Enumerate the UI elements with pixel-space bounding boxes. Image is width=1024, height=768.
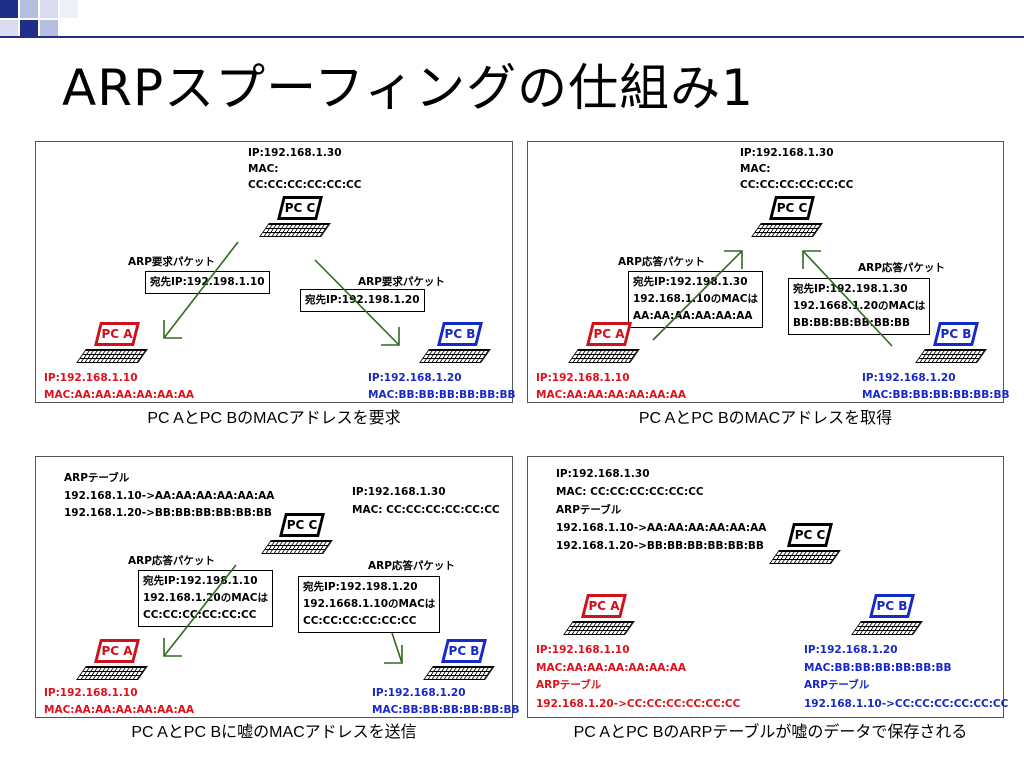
panel2-arrows xyxy=(652,250,893,347)
pc-b-mac: MAC:BB:BB:BB:BB:BB:BB xyxy=(804,662,952,674)
pc-a-mac: MAC:AA:AA:AA:AA:AA:AA xyxy=(536,389,686,401)
right-reply-line-3: BB:BB:BB:BB:BB:BB xyxy=(793,317,911,329)
panel-fake-table-saved: IP:192.168.1.30 MAC: CC:CC:CC:CC:CC:CC A… xyxy=(527,456,1008,718)
right-reply-line-2: 192.1668.1.10のMACは xyxy=(303,598,436,610)
left-reply-label: ARP応答パケット xyxy=(128,555,215,567)
right-reply-box: 宛先IP:192.198.1.30 192.1668.1.20のMACは BB:… xyxy=(788,278,931,335)
pc-a-label: PC A xyxy=(101,644,133,658)
pc-c-mac: CC:CC:CC:CC:CC:CC xyxy=(740,179,854,191)
right-reply-line-3: CC:CC:CC:CC:CC:CC xyxy=(303,615,417,627)
pc-a-ip: IP:192.168.1.10 xyxy=(536,644,630,656)
right-request-label: ARP要求パケット xyxy=(358,276,445,288)
right-reply-line-1: 宛先IP:192.198.1.20 xyxy=(303,581,418,593)
pc-a-table-row: 192.168.1.20->CC:CC:CC:CC:CC:CC xyxy=(536,698,741,710)
pc-b-label: PC B xyxy=(444,327,476,341)
arrow-icon xyxy=(802,250,893,347)
right-request-box: 宛先IP:192.198.1.20 xyxy=(300,289,425,312)
left-reply-line-3: AA:AA:AA:AA:AA:AA xyxy=(633,310,753,322)
panel-get-mac: IP:192.168.1.30 MAC: CC:CC:CC:CC:CC:CC P… xyxy=(527,141,1010,403)
right-reply-label: ARP応答パケット xyxy=(858,262,945,274)
pc-a-mac: MAC:AA:AA:AA:AA:AA:AA xyxy=(44,389,194,401)
pc-b-laptop-icon: PC B xyxy=(423,639,500,691)
pc-a-laptop-icon: PC A xyxy=(76,639,153,691)
pc-a-laptop-icon: PC A xyxy=(563,594,640,646)
pc-c-laptop-icon: PC C xyxy=(769,523,846,575)
arp-table-label: ARPテーブル xyxy=(64,472,130,484)
arp-table-row-2: 192.168.1.20->BB:BB:BB:BB:BB:BB xyxy=(64,507,272,519)
left-reply-label: ARP応答パケット xyxy=(618,256,705,268)
panel1-arrows xyxy=(163,241,400,346)
left-reply-box: 宛先IP:192.198.1.10 192.168.1.20のMACは CC:C… xyxy=(138,570,274,627)
pc-a-label: PC A xyxy=(593,327,625,341)
pc-b-table-row: 192.168.1.10->CC:CC:CC:CC:CC:CC xyxy=(804,698,1009,710)
left-reply-line-2: 192.168.1.10のMACは xyxy=(633,293,759,305)
pc-b-ip: IP:192.168.1.20 xyxy=(372,687,466,699)
pc-a-label: PC A xyxy=(101,327,133,341)
pc-c-ip: IP:192.168.1.30 xyxy=(556,468,650,480)
pc-a-ip: IP:192.168.1.10 xyxy=(44,372,138,384)
pc-c-table-row-2: 192.168.1.20->BB:BB:BB:BB:BB:BB xyxy=(556,540,764,552)
corner-decoration xyxy=(0,0,80,56)
pc-b-table-label: ARPテーブル xyxy=(804,679,870,691)
pc-c-mac: CC:CC:CC:CC:CC:CC xyxy=(248,179,362,191)
arp-table-row-1: 192.168.1.10->AA:AA:AA:AA:AA:AA xyxy=(64,490,275,502)
left-reply-box: 宛先IP:192.198.1.30 192.168.1.10のMACは AA:A… xyxy=(628,271,764,328)
left-reply-line-1: 宛先IP:192.198.1.10 xyxy=(143,575,258,587)
arrow-icon xyxy=(314,259,400,346)
pc-c-mac-label: MAC: xyxy=(248,163,279,175)
pc-b-laptop-icon: PC B xyxy=(851,594,928,646)
pc-b-ip: IP:192.168.1.20 xyxy=(804,644,898,656)
pc-a-table-label: ARPテーブル xyxy=(536,679,602,691)
pc-a-laptop-icon: PC A xyxy=(76,322,153,374)
pc-c-mac: MAC: CC:CC:CC:CC:CC:CC xyxy=(556,486,704,498)
pc-b-laptop-icon: PC B xyxy=(915,322,992,374)
pc-c-ip: IP:192.168.1.30 xyxy=(352,486,446,498)
pc-b-label: PC B xyxy=(876,599,908,613)
right-request-dest: 宛先IP:192.198.1.20 xyxy=(305,294,420,306)
right-reply-line-1: 宛先IP:192.198.1.30 xyxy=(793,283,908,295)
pc-b-mac: MAC:BB:BB:BB:BB:BB:BB xyxy=(372,704,520,716)
panel1-caption: PC AとPC BのMACアドレスを要求 xyxy=(147,410,401,427)
header-rule xyxy=(0,36,1024,38)
right-reply-label: ARP応答パケット xyxy=(368,560,455,572)
panel3-caption: PC AとPC Bに嘘のMACアドレスを送信 xyxy=(131,724,417,741)
arrow-icon xyxy=(163,241,239,339)
pc-c-table-label: ARPテーブル xyxy=(556,504,622,516)
pc-c-ip: IP:192.168.1.30 xyxy=(248,147,342,159)
panel3-arrows xyxy=(163,564,403,664)
pc-b-ip: IP:192.168.1.20 xyxy=(862,372,956,384)
arrow-icon xyxy=(652,250,743,341)
panel-request-mac: IP:192.168.1.30 MAC: CC:CC:CC:CC:CC:CC P… xyxy=(35,141,516,403)
page-title: ARPスプーフィングの仕組み1 xyxy=(62,59,754,117)
pc-b-laptop-icon: PC B xyxy=(419,322,496,374)
pc-a-mac: MAC:AA:AA:AA:AA:AA:AA xyxy=(44,704,194,716)
pc-a-label: PC A xyxy=(588,599,620,613)
panel4-caption: PC AとPC BのARPテーブルが嘘のデータで保存される xyxy=(573,724,968,741)
pc-b-ip: IP:192.168.1.20 xyxy=(368,372,462,384)
panel-send-fake-mac: ARPテーブル 192.168.1.10->AA:AA:AA:AA:AA:AA … xyxy=(35,456,520,718)
arrow-icon xyxy=(384,632,403,664)
arrow-icon xyxy=(163,564,237,657)
pc-a-ip: IP:192.168.1.10 xyxy=(536,372,630,384)
pc-a-ip: IP:192.168.1.10 xyxy=(44,687,138,699)
left-reply-line-1: 宛先IP:192.198.1.30 xyxy=(633,276,748,288)
pc-c-table-row-1: 192.168.1.10->AA:AA:AA:AA:AA:AA xyxy=(556,522,767,534)
pc-a-mac: MAC:AA:AA:AA:AA:AA:AA xyxy=(536,662,686,674)
pc-c-ip: IP:192.168.1.30 xyxy=(740,147,834,159)
pc-c-mac: MAC: CC:CC:CC:CC:CC:CC xyxy=(352,504,500,516)
pc-b-mac: MAC:BB:BB:BB:BB:BB:BB xyxy=(368,389,516,401)
panel2-caption: PC AとPC BのMACアドレスを取得 xyxy=(638,410,893,427)
pc-b-label: PC B xyxy=(448,644,480,658)
left-reply-line-3: CC:CC:CC:CC:CC:CC xyxy=(143,609,257,621)
left-request-label: ARP要求パケット xyxy=(128,256,215,268)
pc-a-laptop-icon: PC A xyxy=(568,322,645,374)
pc-c-label: PC C xyxy=(794,528,826,542)
right-reply-box: 宛先IP:192.198.1.20 192.1668.1.10のMACは CC:… xyxy=(298,576,441,633)
left-reply-line-2: 192.168.1.20のMACは xyxy=(143,592,269,604)
pc-b-label: PC B xyxy=(940,327,972,341)
pc-b-mac: MAC:BB:BB:BB:BB:BB:BB xyxy=(862,389,1010,401)
pc-c-mac-label: MAC: xyxy=(740,163,771,175)
right-reply-line-2: 192.1668.1.20のMACは xyxy=(793,300,926,312)
